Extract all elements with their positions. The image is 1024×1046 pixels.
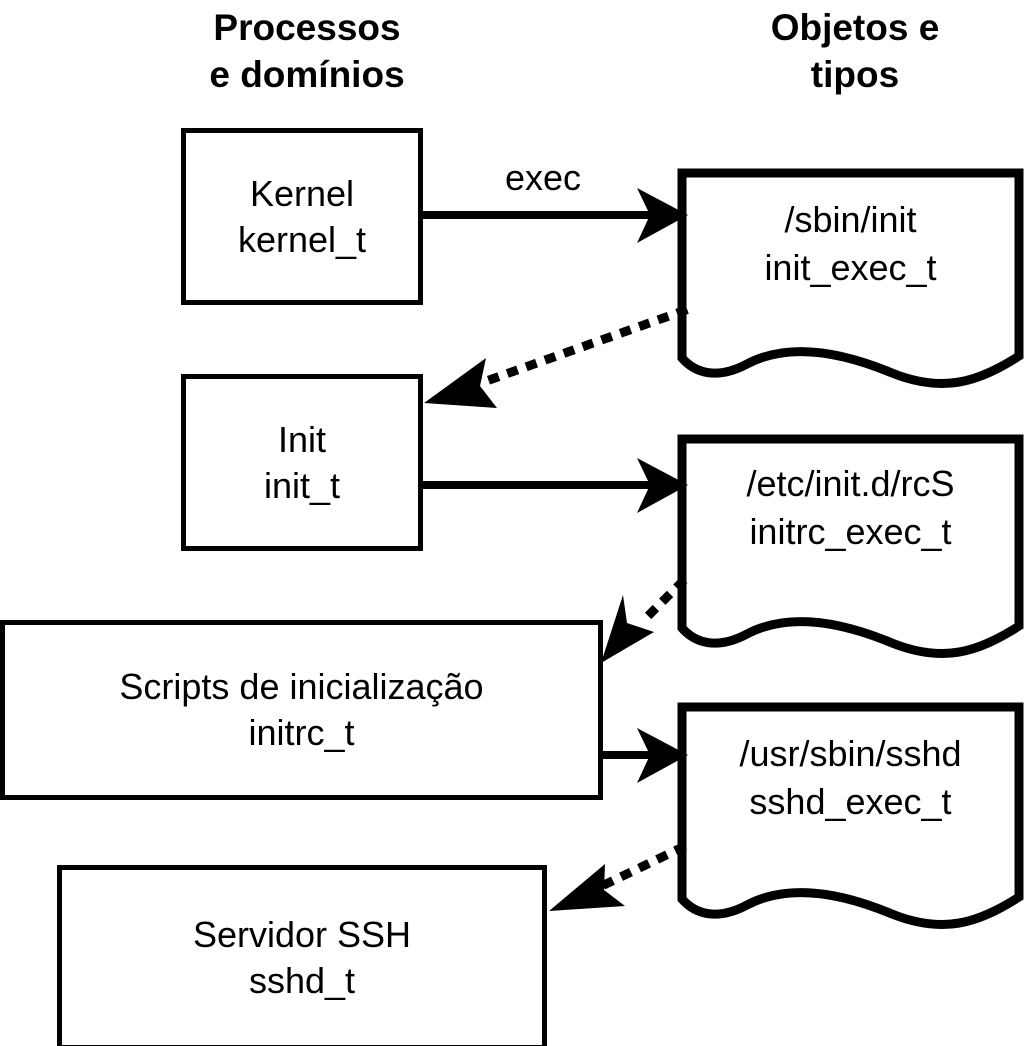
document-shape-icon (677, 702, 1024, 929)
process-box-init[interactable]: Init init_t (181, 374, 423, 551)
process-box-sshd[interactable]: Servidor SSH sshd_t (57, 865, 547, 1046)
process-box-initrc-type: initrc_t (248, 712, 355, 753)
document-shape-icon (677, 168, 1024, 388)
object-document-sshd-exec[interactable]: /usr/sbin/sshd sshd_exec_t (677, 702, 1024, 930)
edge-initrc-exec-sshd-exec (602, 728, 688, 783)
process-box-kernel-name: Kernel (249, 172, 355, 214)
process-box-init-name: Init (277, 418, 327, 460)
column-header-objects: Objetos e tipos (770, 7, 940, 96)
edge-label-exec: exec (505, 157, 582, 198)
document-shape-icon (677, 434, 1024, 658)
process-box-sshd-type: sshd_t (248, 959, 356, 1001)
process-box-init-type: init_t (263, 464, 341, 506)
process-box-kernel-type: kernel_t (237, 218, 367, 260)
edge-initrc-exec-transition-initrc (601, 576, 688, 663)
arrowhead-dotted-icon (549, 864, 625, 911)
edge-init-exec-transition-init (424, 305, 689, 408)
process-box-initrc[interactable]: Scripts de inicialização initrc_t (0, 620, 603, 800)
process-box-kernel[interactable]: Kernel kernel_t (181, 128, 423, 305)
arrowhead-dotted-icon (601, 595, 654, 663)
arrowhead-dotted-icon (424, 358, 497, 408)
process-box-initrc-name: Scripts de inicialização (119, 666, 484, 708)
object-document-init-exec[interactable]: /sbin/init init_exec_t (677, 168, 1024, 388)
object-document-initrc-exec[interactable]: /etc/init.d/rcS initrc_exec_t (677, 434, 1024, 659)
edge-init-exec-initrc-exec (423, 458, 688, 513)
edge-sshd-exec-transition-sshd (549, 841, 688, 911)
process-box-sshd-name: Servidor SSH (192, 913, 412, 955)
column-header-processes: Processos e domínios (209, 7, 405, 96)
